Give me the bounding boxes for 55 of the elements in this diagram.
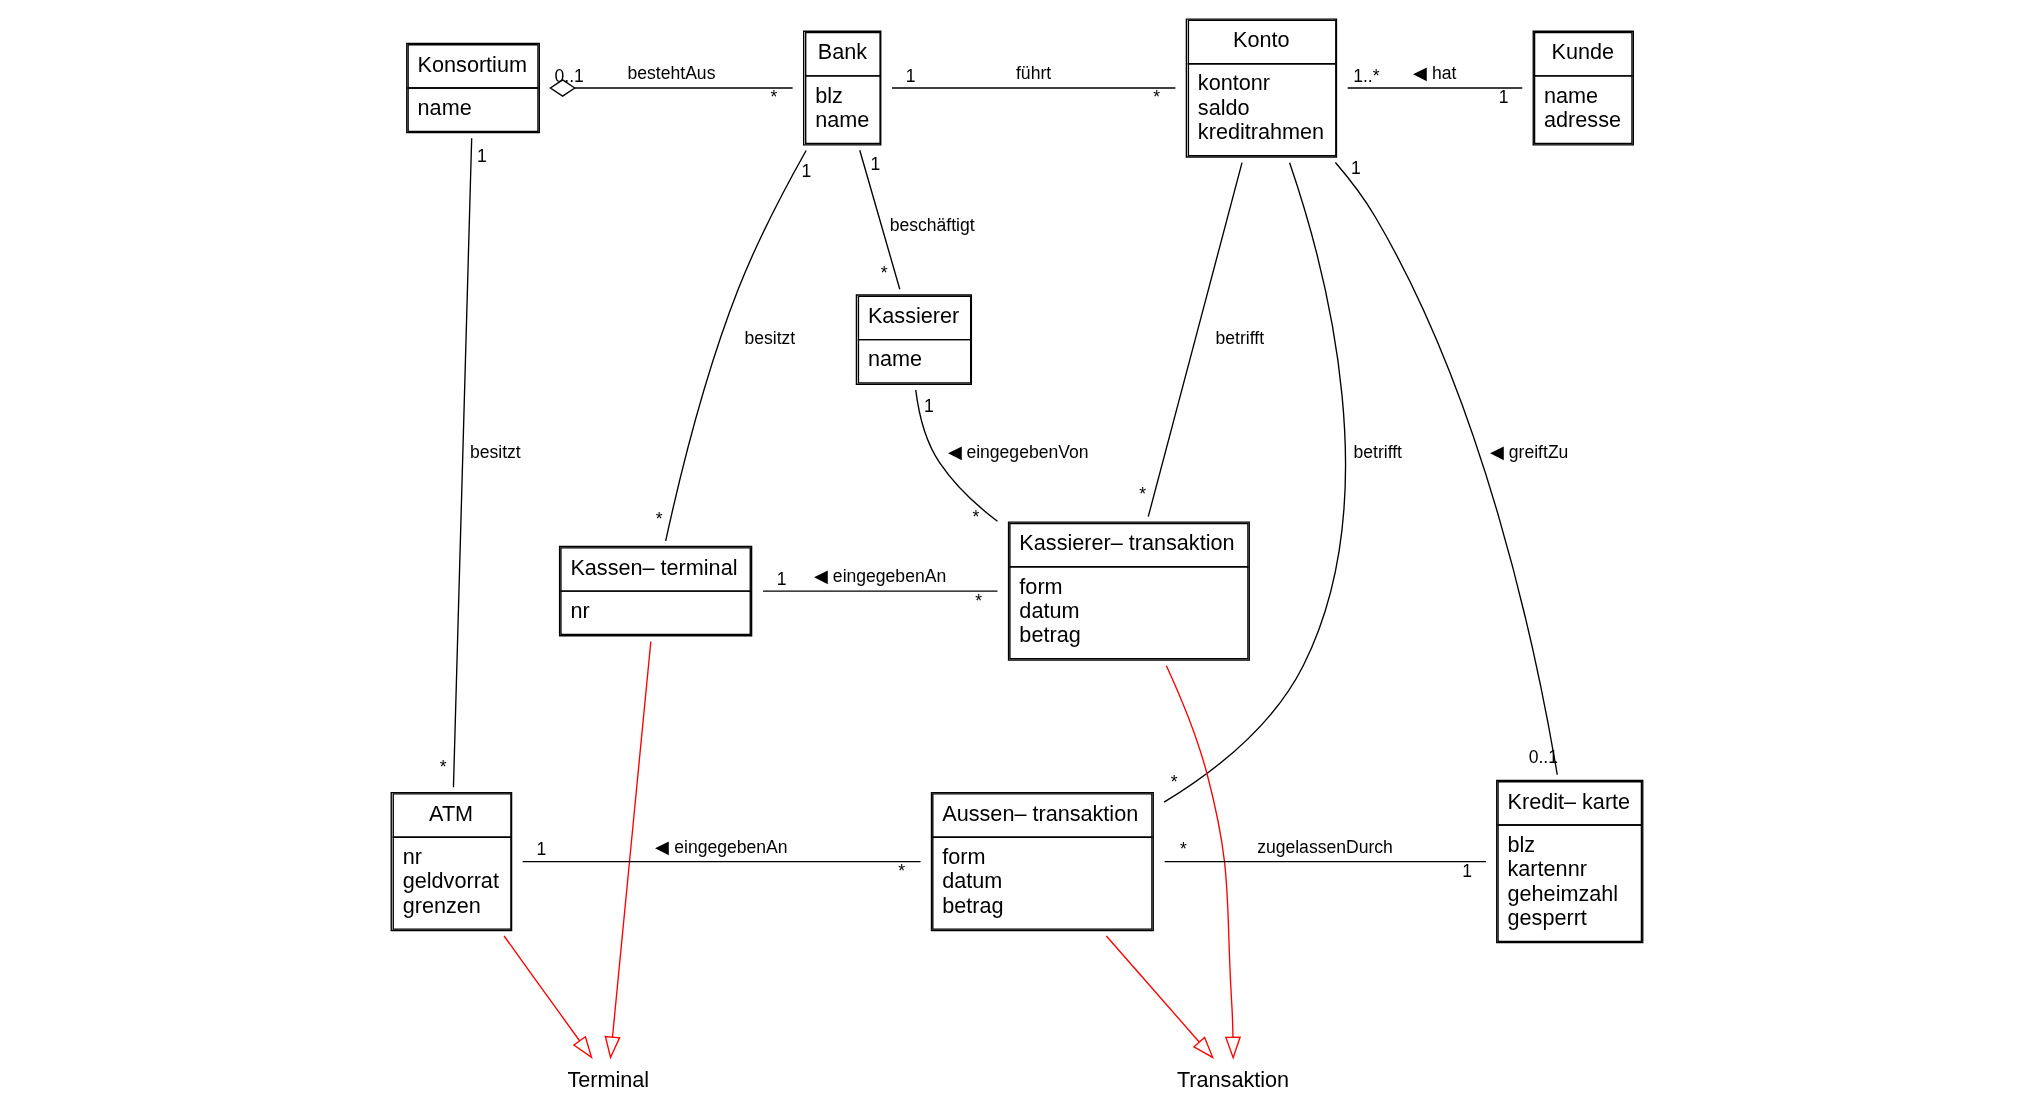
arrow [604,640,651,1060]
label: * [974,590,982,611]
label: * [972,506,979,527]
label: 1 [776,568,787,589]
label: * [439,756,447,777]
node-text: Terminal [566,1067,649,1093]
edge-label: ◀ eingegebenAn [654,836,788,857]
edge-label: ◀ eingegebenAn [813,566,946,587]
label: * [1138,484,1146,505]
connector [1147,162,1243,518]
label: 1 [923,395,934,416]
edge-label: ◀ hat [1412,63,1457,84]
connector [1162,162,1346,803]
label: 1 [1498,87,1508,108]
connector [1163,860,1487,863]
connector [548,79,793,97]
edge-label: ◀ eingegebenVon [947,441,1088,462]
label: 1 [1350,158,1361,179]
edge-label: betrifft [1215,328,1264,349]
edge-label: betrifft [1352,441,1402,462]
label: 1 [869,153,880,174]
label: 1 [476,145,487,166]
label: * [1179,839,1187,860]
edge-label: bestehtAus [627,63,715,84]
node-text: Transaktion [1176,1067,1289,1093]
arrow [502,935,593,1059]
connector [1346,87,1523,89]
edge-label: führt [1015,63,1051,84]
connector [1334,161,1558,776]
label: 1 [801,160,811,181]
label: * [1170,771,1178,792]
label: 1..* [1352,65,1380,86]
label: * [897,860,905,881]
connector [761,590,998,592]
connector [890,87,1176,89]
arrow [1165,665,1241,1060]
edge-label: ◀ greiftZu [1489,441,1568,462]
connector [914,389,998,522]
label: 1 [536,839,546,860]
label: 0..1 [554,65,584,86]
label: * [655,508,663,529]
connector [521,860,921,863]
label: * [1152,87,1160,108]
connector [664,149,807,542]
label: 1 [1461,860,1472,881]
edge-label: zugelassenDurch [1256,836,1393,857]
connector [858,149,900,290]
label: * [769,87,777,108]
connector [452,137,472,788]
edge-label: besitzt [469,441,521,462]
arrow [1105,935,1214,1059]
label: * [880,262,888,283]
edge-label: besitzt [743,328,795,349]
edge-label: beschäftigt [889,214,975,235]
label: 1 [905,65,916,86]
